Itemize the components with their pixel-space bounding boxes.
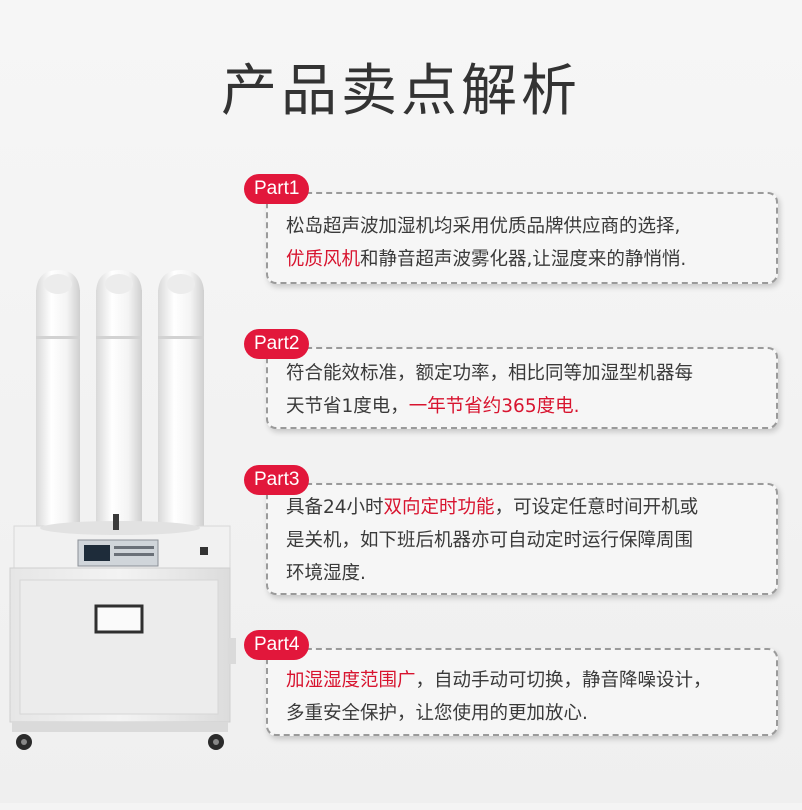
mist-pipe-middle	[96, 270, 142, 526]
feature-text: 松岛超声波加湿机均采用优质品牌供应商的选择,	[286, 216, 681, 237]
feature-text: 环境湿度.	[286, 563, 366, 584]
feature-text-line: 是关机，如下班后机器亦可自动定时运行保障周围	[286, 524, 758, 557]
feature-card-part1: Part1 松岛超声波加湿机均采用优质品牌供应商的选择, 优质风机和静音超声波雾…	[244, 174, 778, 284]
control-panel	[77, 539, 159, 567]
feature-text: ，自动手动可切换，静音降噪设计，	[415, 670, 712, 691]
feature-text: 和静音超声波雾化器,让湿度来的静悄悄.	[360, 249, 687, 270]
part-badge: Part1	[244, 174, 310, 204]
feature-card-part4: Part4 加湿湿度范围广，自动手动可切换，静音降噪设计， 多重安全保护，让您使…	[244, 630, 778, 736]
humidifier-illustration	[9, 270, 236, 750]
feature-highlight: 优质风机	[286, 249, 361, 270]
feature-highlight: 加湿湿度范围广	[286, 670, 416, 691]
feature-text-line: 具备24小时双向定时功能，可设定任意时间开机或	[286, 491, 758, 524]
feature-text-line: 环境湿度.	[286, 557, 758, 590]
feature-text: 多重安全保护，让您使用的更加放心.	[286, 703, 588, 724]
feature-text: 是关机，如下班后机器亦可自动定时运行保障周围	[286, 530, 694, 551]
feature-text-line: 松岛超声波加湿机均采用优质品牌供应商的选择,	[286, 210, 758, 243]
mist-pipe-right	[158, 270, 204, 526]
feature-text-line: 优质风机和静音超声波雾化器,让湿度来的静悄悄.	[286, 243, 758, 276]
wheel-icon	[16, 734, 224, 750]
feature-card-part3: Part3 具备24小时双向定时功能，可设定任意时间开机或 是关机，如下班后机器…	[244, 465, 778, 595]
feature-text-line: 符合能效标准，额定功率，相比同等加湿型机器每	[286, 357, 758, 390]
mist-pipe-left	[36, 270, 80, 526]
feature-text-line: 加湿湿度范围广，自动手动可切换，静音降噪设计，	[286, 664, 758, 697]
part-badge: Part2	[244, 329, 310, 359]
part-badge: Part3	[244, 465, 310, 495]
feature-highlight: 双向定时功能	[383, 497, 495, 518]
feature-text: 具备24小时	[286, 497, 384, 518]
feature-text-line: 天节省1度电，一年节省约365度电.	[286, 390, 758, 423]
feature-card-part2: Part2 符合能效标准，额定功率，相比同等加湿型机器每 天节省1度电，一年节省…	[244, 329, 778, 429]
feature-text: 符合能效标准，额定功率，相比同等加湿型机器每	[286, 363, 694, 384]
part-badge: Part4	[244, 630, 310, 660]
feature-text: ，可设定任意时间开机或	[494, 497, 699, 518]
feature-highlight: 一年节省约365度电.	[408, 396, 580, 417]
feature-text: 天节省1度电，	[286, 396, 409, 417]
feature-text-line: 多重安全保护，让您使用的更加放心.	[286, 697, 758, 730]
page-title: 产品卖点解析	[221, 59, 581, 124]
